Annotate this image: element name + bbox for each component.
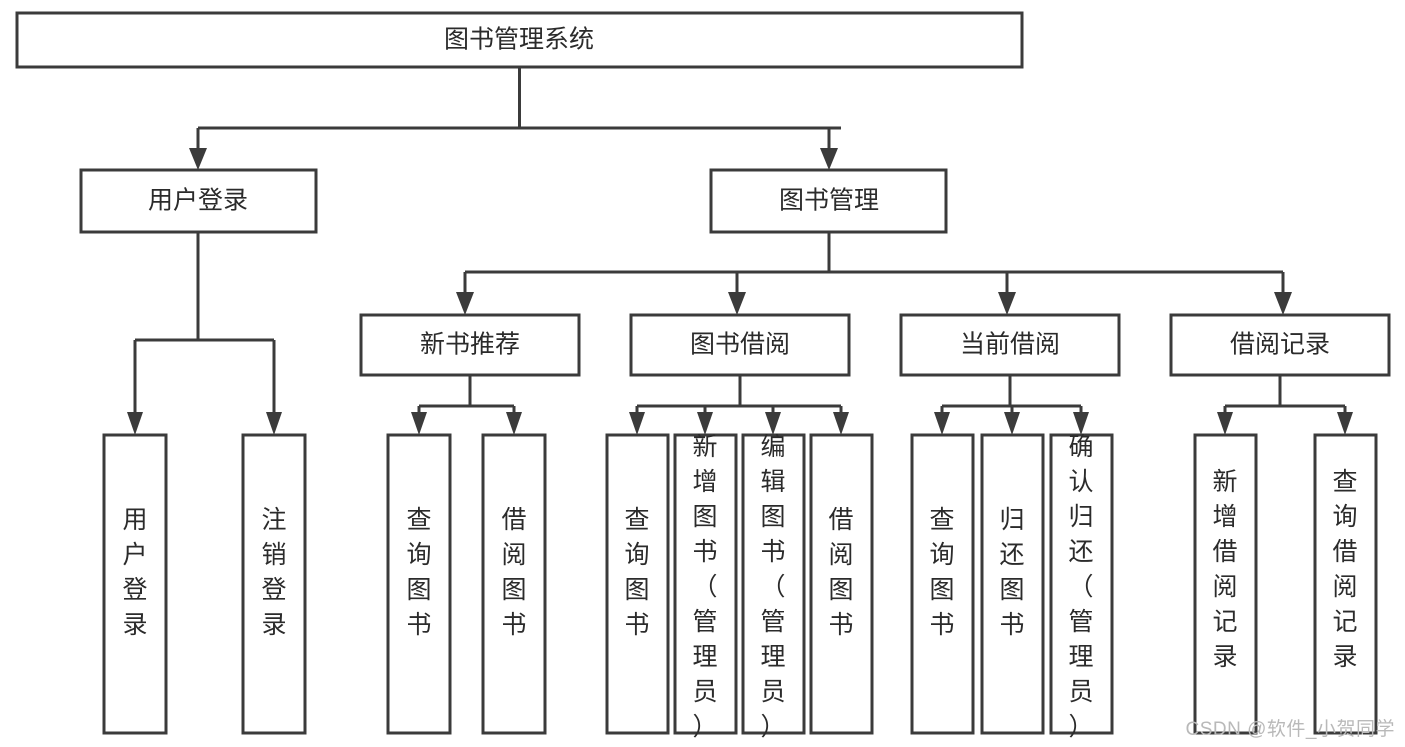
arrowhead-to-new-book-rec bbox=[456, 292, 474, 315]
node-root[interactable]: 图书管理系统 bbox=[15, 11, 1024, 69]
connector-bookmanage-to-level3 bbox=[456, 232, 1292, 315]
node-leaf-add-book-label: 新增图书（管理员） bbox=[692, 433, 717, 741]
connector-root-to-level2 bbox=[189, 67, 841, 170]
node-leaf-borrow-book-1[interactable]: 借阅图书 bbox=[481, 433, 547, 735]
node-current-borrow[interactable]: 当前借阅 bbox=[899, 313, 1121, 377]
node-leaf-borrow-book-2-label: 借阅图书 bbox=[828, 506, 853, 639]
arrowhead-to-leaf-query-book-2 bbox=[629, 412, 645, 435]
arrowhead-to-leaf-confirm-return bbox=[1073, 412, 1089, 435]
node-leaf-query-book-1-label: 查询图书 bbox=[406, 506, 431, 639]
node-current-borrow-label: 当前借阅 bbox=[960, 331, 1060, 359]
node-leaf-return-book-label: 归还图书 bbox=[999, 506, 1024, 639]
connector-newbookrec-to-leaves bbox=[411, 375, 522, 435]
arrowhead-to-leaf-borrow-book-2 bbox=[833, 412, 849, 435]
node-leaf-return-book[interactable]: 归还图书 bbox=[980, 433, 1045, 735]
node-new-book-rec[interactable]: 新书推荐 bbox=[359, 313, 581, 377]
arrowhead-to-user-login bbox=[189, 148, 207, 170]
arrowhead-to-leaf-return-book bbox=[1004, 412, 1020, 435]
node-borrow-record-label: 借阅记录 bbox=[1230, 331, 1330, 359]
arrowhead-to-leaf-add-book bbox=[697, 412, 713, 435]
arrowhead-to-leaf-edit-book bbox=[765, 412, 781, 435]
node-leaf-logout-label: 注销登录 bbox=[261, 506, 286, 639]
node-user-login[interactable]: 用户登录 bbox=[79, 168, 318, 234]
arrowhead-to-leaf-user-login bbox=[127, 412, 143, 435]
arrowhead-to-borrow-record bbox=[1274, 292, 1292, 315]
node-leaf-query-book-2[interactable]: 查询图书 bbox=[605, 433, 670, 735]
node-leaf-logout[interactable]: 注销登录 bbox=[241, 433, 307, 735]
node-borrow-record[interactable]: 借阅记录 bbox=[1169, 313, 1391, 377]
arrowhead-to-leaf-query-book-3 bbox=[934, 412, 950, 435]
arrowhead-to-current-borrow bbox=[998, 292, 1016, 315]
node-book-borrow[interactable]: 图书借阅 bbox=[629, 313, 851, 377]
node-leaf-user-login[interactable]: 用户登录 bbox=[102, 433, 168, 735]
connector-bookborrow-to-leaves bbox=[629, 375, 849, 435]
node-leaf-add-record[interactable]: 新增借阅记录 bbox=[1193, 433, 1258, 735]
node-leaf-confirm-return[interactable]: 确认归还（管理员） bbox=[1049, 433, 1114, 741]
node-book-manage-label: 图书管理 bbox=[779, 187, 879, 215]
node-leaf-query-record-label: 查询借阅记录 bbox=[1332, 468, 1357, 671]
node-leaf-query-record[interactable]: 查询借阅记录 bbox=[1313, 433, 1378, 735]
node-leaf-borrow-book-2[interactable]: 借阅图书 bbox=[809, 433, 874, 735]
arrowhead-to-book-borrow bbox=[728, 292, 746, 315]
arrowhead-to-leaf-add-record bbox=[1217, 412, 1233, 435]
node-new-book-rec-label: 新书推荐 bbox=[420, 331, 520, 359]
node-leaf-query-book-3[interactable]: 查询图书 bbox=[910, 433, 975, 735]
connector-userlogin-to-leaves bbox=[127, 232, 282, 435]
node-book-manage[interactable]: 图书管理 bbox=[709, 168, 948, 234]
node-leaf-edit-book[interactable]: 编辑图书（管理员） bbox=[741, 433, 806, 741]
arrowhead-to-leaf-logout bbox=[266, 412, 282, 435]
arrowhead-to-book-manage bbox=[820, 148, 838, 170]
arrowhead-to-leaf-query-book-1 bbox=[411, 412, 427, 435]
arrowhead-to-leaf-query-record bbox=[1337, 412, 1353, 435]
node-leaf-add-book[interactable]: 新增图书（管理员） bbox=[673, 433, 738, 741]
node-user-login-label: 用户登录 bbox=[148, 187, 248, 215]
node-leaf-query-book-1[interactable]: 查询图书 bbox=[386, 433, 452, 735]
node-leaf-query-book-3-label: 查询图书 bbox=[929, 506, 954, 639]
node-leaf-confirm-return-label: 确认归还（管理员） bbox=[1068, 433, 1093, 741]
node-leaf-add-record-label: 新增借阅记录 bbox=[1212, 468, 1237, 671]
node-leaf-query-book-2-label: 查询图书 bbox=[624, 506, 649, 639]
node-leaf-edit-book-label: 编辑图书（管理员） bbox=[760, 433, 785, 741]
node-root-label: 图书管理系统 bbox=[444, 26, 594, 54]
connector-currentborrow-to-leaves bbox=[934, 375, 1089, 435]
connector-borrowrecord-to-leaves bbox=[1217, 375, 1353, 435]
arrowhead-to-leaf-borrow-book-1 bbox=[506, 412, 522, 435]
node-book-borrow-label: 图书借阅 bbox=[690, 331, 790, 359]
node-leaf-borrow-book-1-label: 借阅图书 bbox=[501, 506, 526, 639]
node-leaf-user-login-label: 用户登录 bbox=[122, 506, 147, 639]
